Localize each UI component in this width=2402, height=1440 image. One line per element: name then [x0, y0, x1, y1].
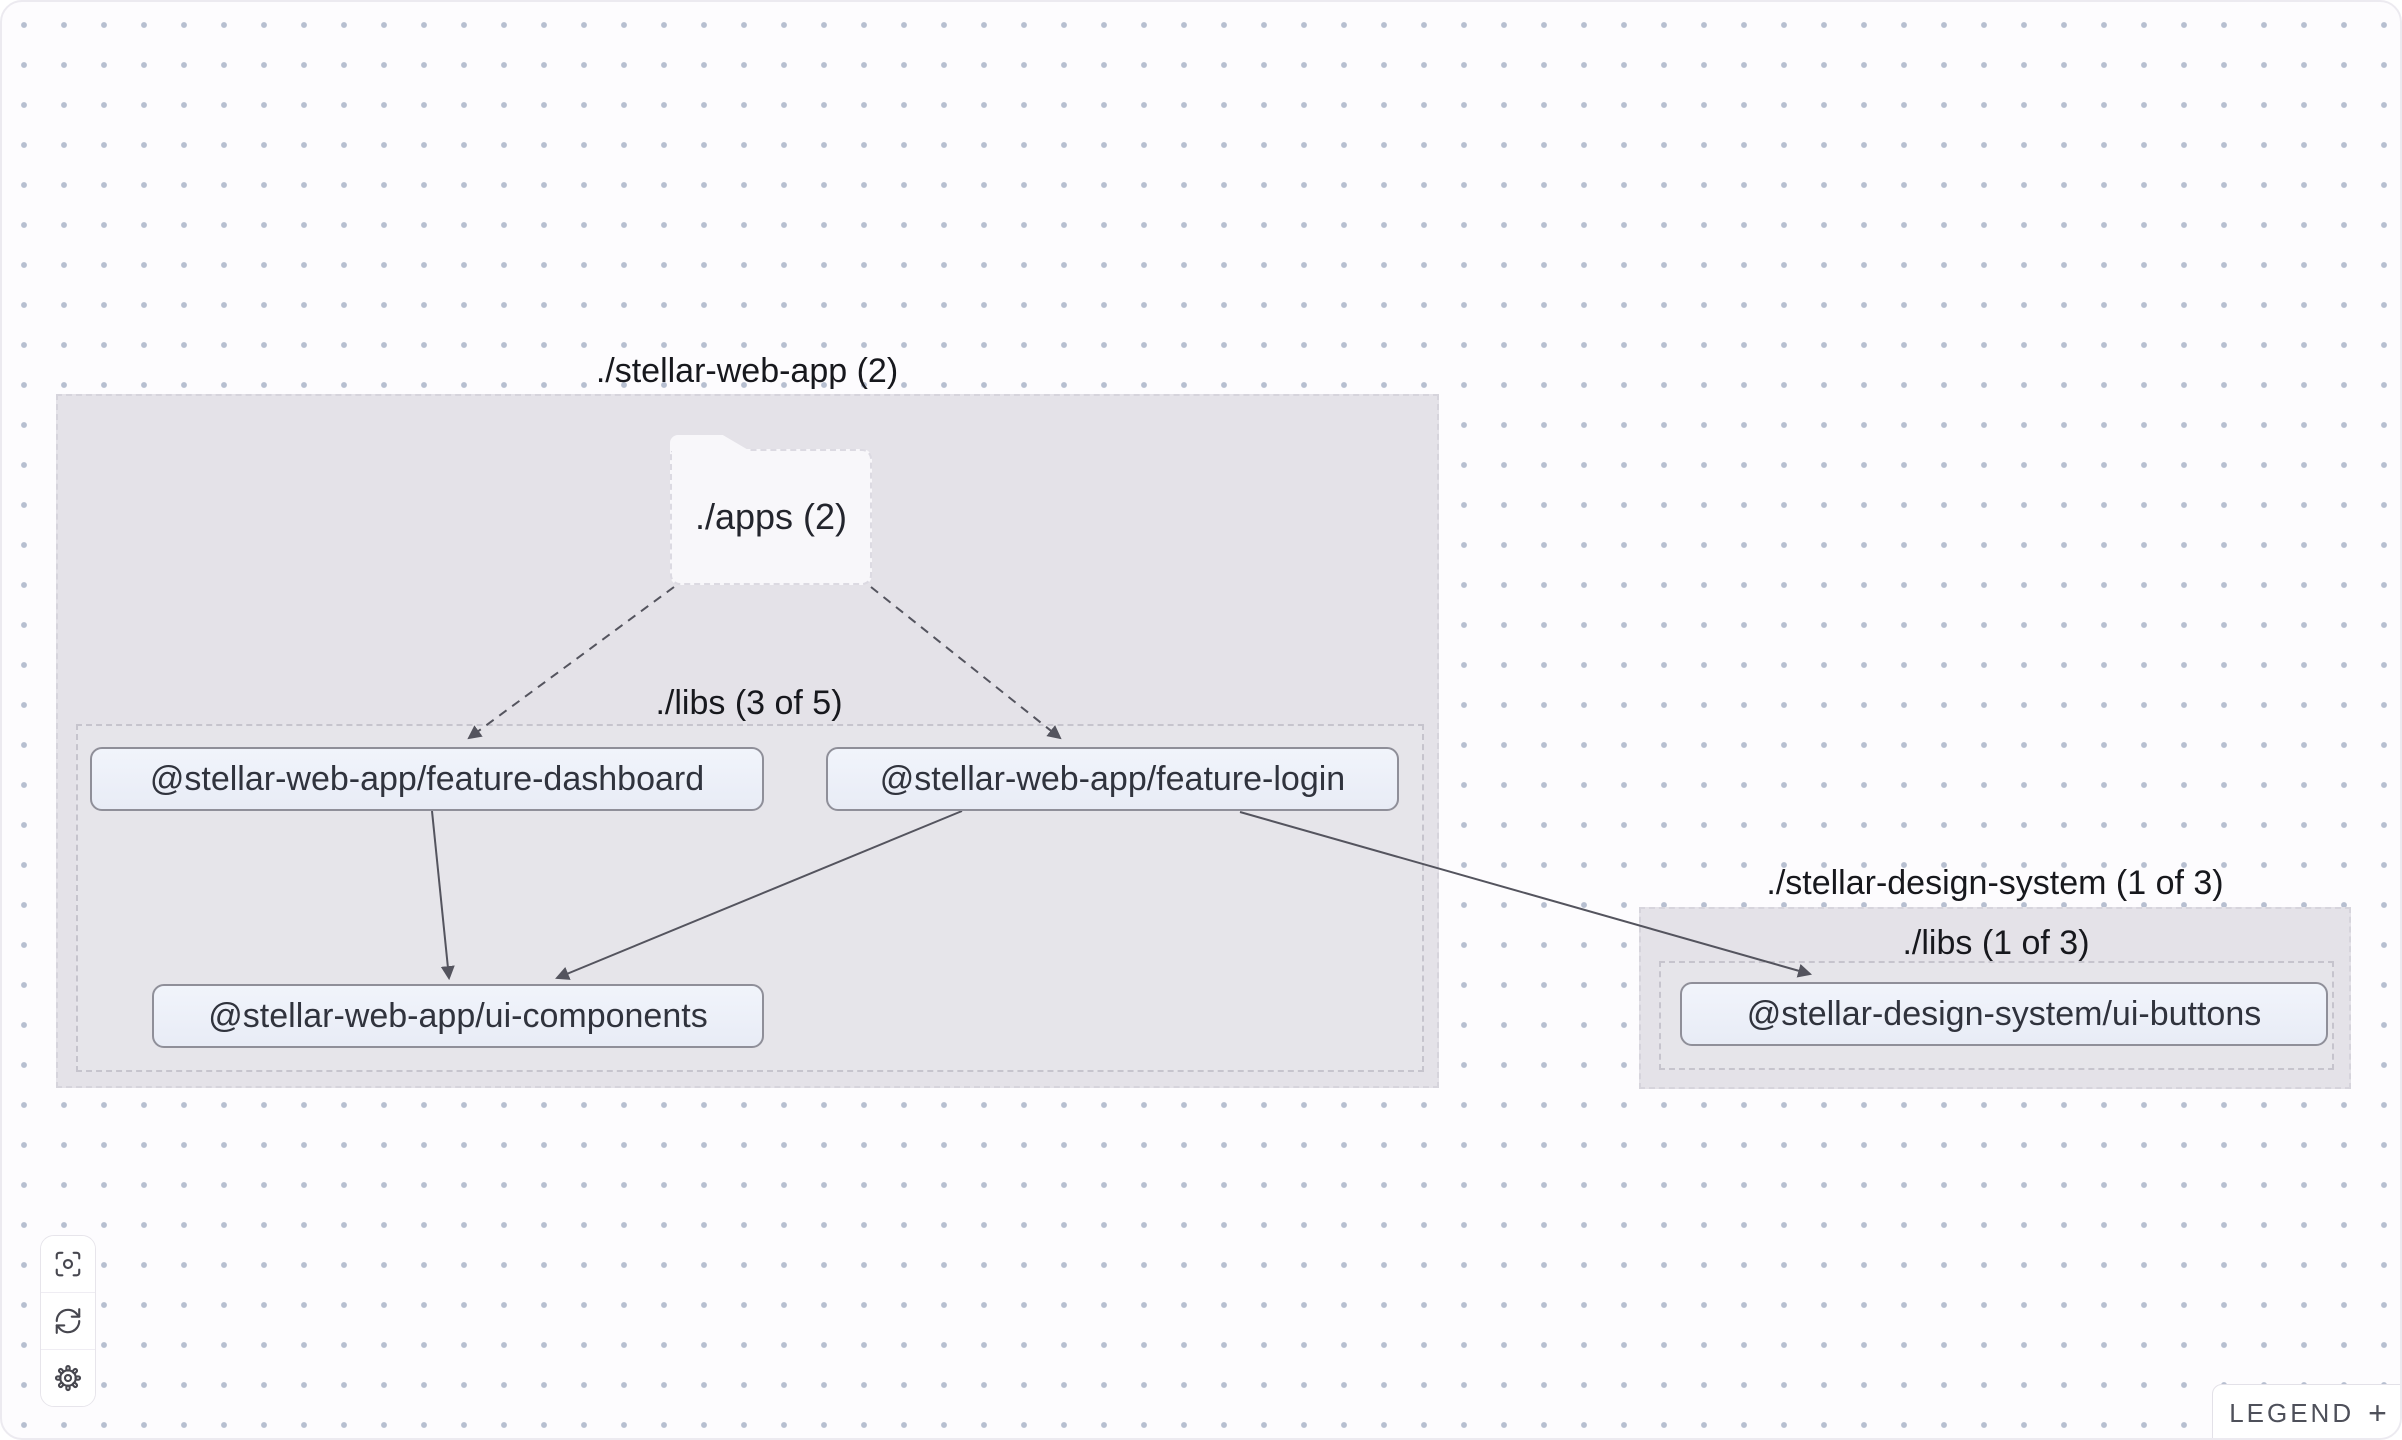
folder-node-apps[interactable]: ./apps (2): [670, 449, 872, 585]
settings-button[interactable]: [41, 1349, 95, 1406]
legend-label: LEGEND: [2229, 1397, 2355, 1428]
refresh-icon: [55, 1308, 81, 1334]
project-node-ui-components[interactable]: @stellar-web-app/ui-components: [152, 984, 764, 1048]
group-label-design-system-libs: ./libs (1 of 3): [1902, 924, 2090, 962]
focus-icon: [55, 1251, 81, 1277]
focus-button[interactable]: [41, 1236, 95, 1292]
group-label-stellar-design-system: ./stellar-design-system (1 of 3): [1766, 864, 2224, 902]
project-node-feature-login[interactable]: @stellar-web-app/feature-login: [826, 747, 1399, 811]
settings-icon: [54, 1364, 82, 1392]
refresh-button[interactable]: [41, 1292, 95, 1349]
plus-icon: +: [2368, 1394, 2387, 1431]
folder-label: ./apps (2): [694, 496, 848, 537]
project-node-feature-dashboard[interactable]: @stellar-web-app/feature-dashboard: [90, 747, 764, 811]
group-label-stellar-web-app: ./stellar-web-app (2): [595, 352, 899, 390]
project-node-ui-buttons[interactable]: @stellar-design-system/ui-buttons: [1680, 982, 2328, 1046]
group-label-web-app-libs: ./libs (3 of 5): [655, 684, 843, 722]
canvas-toolbar: [40, 1235, 96, 1407]
legend-button[interactable]: LEGEND +: [2212, 1384, 2400, 1438]
